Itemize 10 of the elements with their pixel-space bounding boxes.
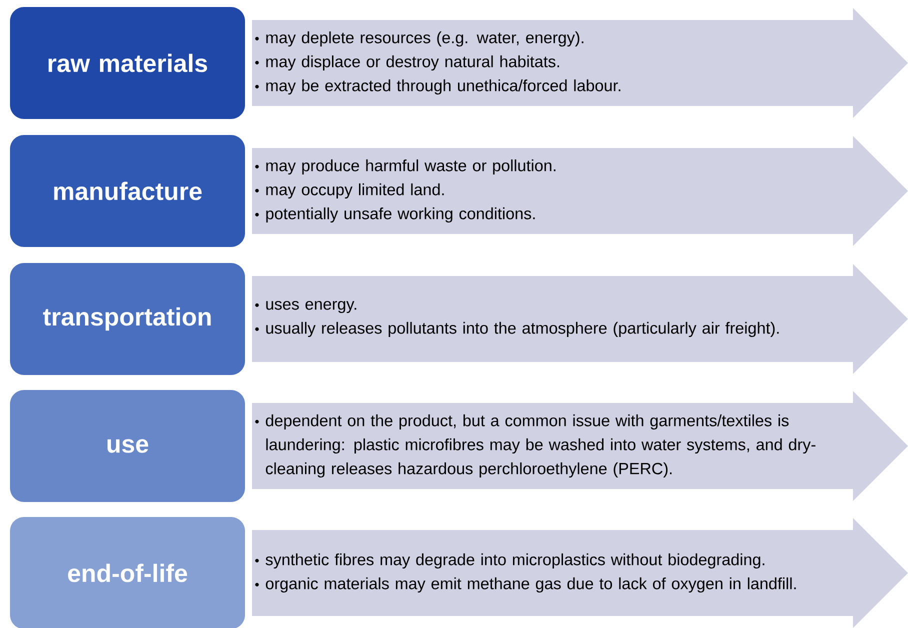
stage-box: end-of-life <box>10 516 245 628</box>
stage-box: transportation <box>10 262 245 375</box>
stage-box: manufacture <box>10 134 245 247</box>
stage-box: raw materials <box>10 6 245 119</box>
arrow-band: may deplete resources (e.g. water, energy). may displace or destroy natural habitats. may be extracted through unethica/forced labour. <box>252 8 908 118</box>
arrow-band: synthetic fibres may degrade into microplastics without biodegrading. organic materials may emit methane gas due to lack of oxygen in landfill. <box>252 518 908 628</box>
arrow-band: uses energy. usually releases pollutants into the atmosphere (particularly air freight). <box>252 264 908 374</box>
arrow-band: may produce harmful waste or pollution. may occupy limited land. potentially unsafe working conditions. <box>252 136 908 246</box>
arrow-band: dependent on the product, but a common issue with garments/textiles is laundering: plastic microfibres may be washed into water systems, and dry-cleaning releases hazardous perchloroethylene (PERC). <box>252 390 908 501</box>
stage-box: use <box>10 390 245 502</box>
